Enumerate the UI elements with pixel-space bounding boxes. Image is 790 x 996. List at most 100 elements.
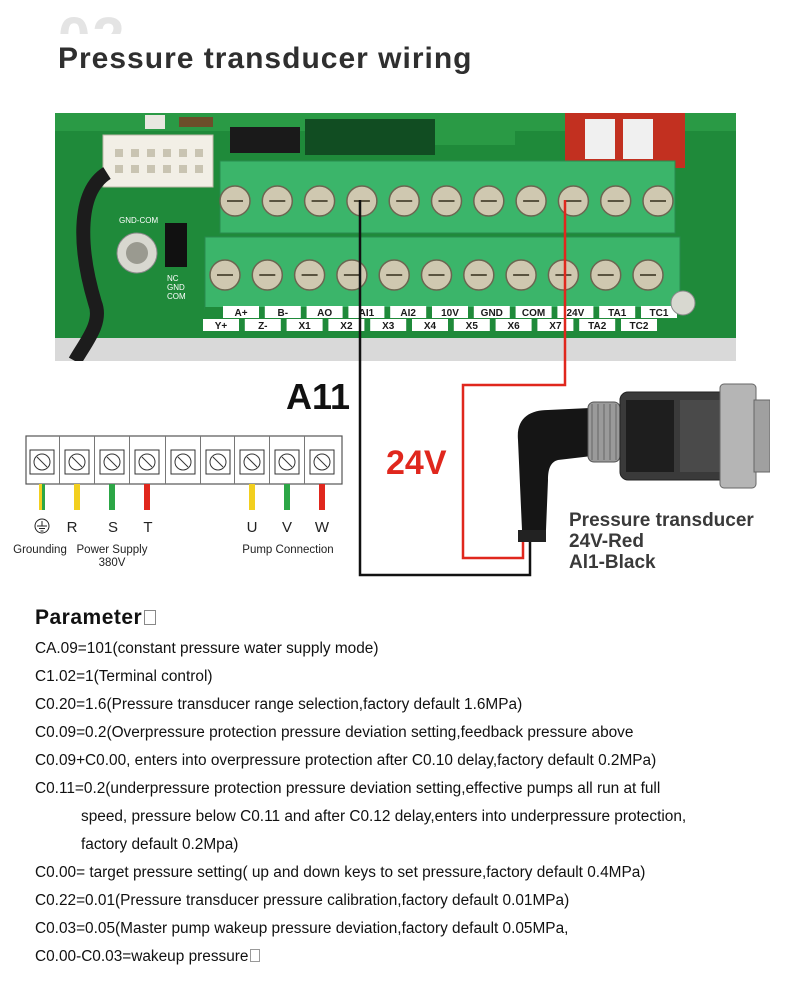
param-line: C0.22=0.01(Pressure transducer pressure … bbox=[35, 892, 570, 909]
param-line-last: C0.00-C0.03=wakeup pressure bbox=[35, 943, 775, 971]
terminal-letter-w: W bbox=[315, 519, 330, 536]
terminal-label-box bbox=[286, 319, 323, 331]
wire-stub bbox=[249, 484, 255, 510]
sensor-caption-title: Pressure transducer bbox=[569, 510, 754, 531]
lower-screws bbox=[209, 259, 664, 291]
wire-stub bbox=[319, 484, 325, 510]
parameter-list: CA.09=101(constant pressure water supply… bbox=[35, 635, 775, 971]
terminal-label-upper: 10V bbox=[441, 308, 459, 319]
parameters-title: Parameter bbox=[35, 606, 775, 630]
param-line: C0.09=0.2(Overpressure protection pressu… bbox=[35, 724, 634, 741]
terminal-label-lower: X6 bbox=[507, 321, 520, 332]
placeholder-box-icon bbox=[144, 610, 157, 625]
param-line: CA.09=101(constant pressure water supply… bbox=[35, 640, 379, 657]
svg-text:COM: COM bbox=[167, 292, 186, 301]
param-line: C0.03=0.05(Master pump wakeup pressure d… bbox=[35, 920, 569, 937]
terminal-label-box bbox=[223, 306, 259, 318]
svg-text:GND-COM: GND-COM bbox=[119, 216, 158, 225]
wire-stub bbox=[109, 484, 115, 510]
terminal-label-upper: B- bbox=[278, 308, 289, 319]
svg-text:NC: NC bbox=[167, 274, 179, 283]
terminal-letter-s: S bbox=[108, 519, 118, 536]
terminal-letter-t: T bbox=[143, 519, 152, 536]
terminal-label-lower: TC2 bbox=[630, 321, 649, 332]
param-line-continued: speed, pressure below C0.11 and after C0… bbox=[81, 808, 687, 825]
terminal-label-lower: X1 bbox=[298, 321, 311, 332]
hex-fitting bbox=[719, 383, 757, 489]
sensor-caption-red: 24V-Red bbox=[569, 531, 644, 552]
sensor-caption-black: Al1-Black bbox=[569, 552, 656, 573]
param-line: C0.00= target pressure setting( up and d… bbox=[35, 864, 646, 881]
terminal-label-lower: X4 bbox=[424, 321, 437, 332]
terminal-label-box bbox=[641, 306, 677, 318]
terminal-cell bbox=[309, 449, 335, 475]
terminal-cell bbox=[29, 449, 55, 475]
terminal-label-lower: Y+ bbox=[215, 321, 228, 332]
terminal-label-lower: X5 bbox=[466, 321, 479, 332]
wire-stub bbox=[42, 484, 45, 510]
terminal-cell bbox=[64, 449, 90, 475]
terminal-label-box bbox=[557, 306, 594, 318]
pressure-transducer-drawing bbox=[517, 383, 770, 542]
power-supply-label: Power Supply bbox=[77, 544, 148, 556]
terminal-letter-r: R bbox=[67, 519, 78, 536]
terminal-cell bbox=[274, 449, 300, 475]
param-line-continued: factory default 0.2Mpa) bbox=[81, 836, 239, 853]
wire-stub bbox=[284, 484, 290, 510]
terminal-label-upper: 24V bbox=[567, 308, 585, 319]
a11-callout: A11 bbox=[286, 376, 351, 417]
ground-icon bbox=[34, 518, 50, 534]
terminal-label-upper: AO bbox=[317, 308, 332, 319]
upper-screws bbox=[219, 185, 674, 217]
terminal-label-box bbox=[203, 319, 239, 331]
terminal-label-lower: X7 bbox=[549, 321, 562, 332]
grounding-label: Grounding bbox=[13, 544, 67, 556]
param-line: C1.02=1(Terminal control) bbox=[35, 668, 213, 685]
terminal-label-upper: TA1 bbox=[608, 308, 627, 319]
terminal-label-lower: X3 bbox=[382, 321, 395, 332]
terminal-cell bbox=[239, 449, 265, 475]
terminal-label-box bbox=[599, 306, 636, 318]
terminal-label-upper: TC1 bbox=[650, 308, 669, 319]
terminal-cell bbox=[205, 449, 231, 475]
wire-stub bbox=[144, 484, 150, 510]
parameters-section: Parameter CA.09=101(constant pressure wa… bbox=[35, 606, 775, 971]
page-title: Pressure transducer wiring bbox=[58, 42, 473, 75]
power-terminal-diagram: R S T U V W Grounding Power Supply 380V … bbox=[13, 435, 343, 569]
cable bbox=[68, 167, 112, 361]
24v-callout: 24V bbox=[386, 444, 447, 482]
voltage-label: 380V bbox=[99, 557, 126, 569]
terminal-label-upper: AI2 bbox=[400, 308, 416, 319]
terminal-label-box bbox=[579, 319, 616, 331]
svg-text:GND: GND bbox=[167, 283, 185, 292]
top-components bbox=[145, 113, 685, 168]
terminal-label-upper: COM bbox=[522, 308, 545, 319]
terminal-label-upper: AI1 bbox=[359, 308, 375, 319]
param-line: C0.09+C0.00, enters into overpressure pr… bbox=[35, 752, 657, 769]
placeholder-box-icon bbox=[250, 949, 261, 962]
terminal-letter-u: U bbox=[247, 519, 258, 536]
param-line: C0.11=0.2(underpressure protection press… bbox=[35, 780, 661, 797]
jumper bbox=[165, 223, 187, 267]
terminal-label-box bbox=[621, 319, 657, 331]
param-line: C0.20=1.6(Pressure transducer range sele… bbox=[35, 696, 523, 713]
terminal-label-lower: TA2 bbox=[588, 321, 607, 332]
page-number: 02 bbox=[58, 0, 127, 35]
white-connector bbox=[102, 134, 214, 188]
elbow-connector bbox=[517, 408, 592, 530]
terminal-label-box bbox=[264, 306, 301, 318]
terminal-cell bbox=[170, 449, 196, 475]
terminal-label-lower: X2 bbox=[340, 321, 353, 332]
terminal-label-box bbox=[306, 306, 343, 318]
pump-connection-label: Pump Connection bbox=[242, 544, 333, 556]
terminal-label-box bbox=[244, 319, 281, 331]
wire-stub bbox=[39, 484, 42, 510]
terminal-letter-v: V bbox=[282, 519, 292, 536]
terminal-label-box bbox=[328, 319, 365, 331]
terminal-cell bbox=[99, 449, 125, 475]
terminal-cell bbox=[134, 449, 160, 475]
